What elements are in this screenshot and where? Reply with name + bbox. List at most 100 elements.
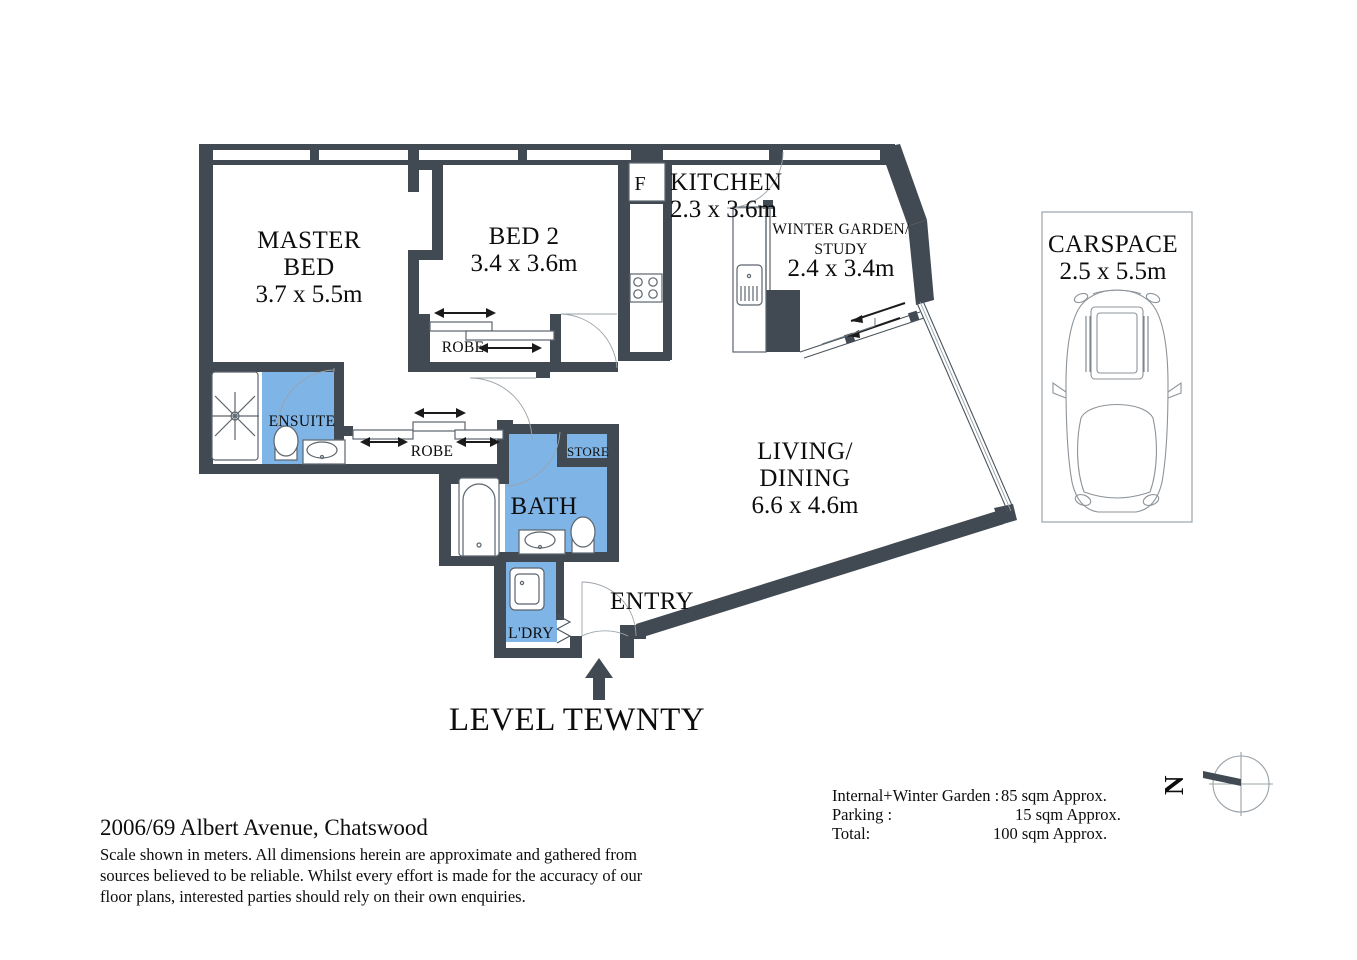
entry-arrow-icon bbox=[585, 658, 613, 700]
hall-vertical-wall bbox=[439, 474, 451, 566]
east-glazing bbox=[916, 300, 1015, 513]
laundry-sink bbox=[736, 264, 763, 306]
ne-angled-wall-mid bbox=[908, 220, 934, 305]
shower-rose-star bbox=[211, 392, 259, 440]
hall-robe-label: ROBE bbox=[411, 443, 454, 460]
winter-garden-sliding-door bbox=[799, 302, 925, 359]
fixtures bbox=[211, 151, 784, 700]
master-bed2-wall-jog-bot bbox=[408, 250, 443, 260]
left-exterior-wall bbox=[199, 160, 213, 372]
carspace-dimensions: 2.5 x 5.5m bbox=[1060, 258, 1168, 285]
carspace-outline bbox=[1041, 211, 1193, 523]
master-bed-label-line2: BED bbox=[283, 254, 334, 281]
laundry-right-wall bbox=[556, 562, 564, 620]
living-south-angled-wall bbox=[636, 510, 1004, 638]
master-bed2-wall-upper bbox=[432, 160, 443, 250]
top-wall-post-2 bbox=[310, 144, 319, 165]
living-dining-label-line2: DINING bbox=[759, 465, 850, 492]
kitchen-door-swing bbox=[726, 151, 784, 209]
ensuite-right-wall bbox=[334, 368, 344, 472]
compass-rose bbox=[1203, 752, 1273, 816]
entry-door-jamb-right bbox=[620, 636, 634, 658]
bathtub bbox=[458, 477, 500, 557]
entry-door-arc bbox=[581, 581, 637, 637]
sliding-door-post-2 bbox=[907, 310, 920, 322]
disclaimer-line-1: Scale shown in meters. All dimensions he… bbox=[100, 845, 637, 864]
bed2-robe-right-wall bbox=[550, 322, 561, 362]
text-labels: MASTER BED 3.7 x 5.5m BED 2 3.4 x 3.6m K… bbox=[100, 169, 1189, 906]
ne-angled-wall-upper bbox=[880, 144, 927, 226]
bathtub-plug bbox=[476, 542, 482, 548]
fridge-label: F bbox=[634, 173, 645, 195]
top-window-inner-line bbox=[199, 160, 895, 165]
laundry-bifold-door bbox=[556, 614, 572, 644]
winter-garden-bench-wall bbox=[765, 290, 800, 352]
disclaimer-line-2: sources believed to be reliable. Whilst … bbox=[100, 866, 643, 885]
level-title: LEVEL TEWNTY bbox=[449, 702, 705, 738]
master-bed2-wall-top bbox=[408, 160, 419, 192]
hall-bottom-wall bbox=[344, 464, 506, 474]
store-bottom-wall bbox=[557, 458, 619, 467]
top-wall-post-4 bbox=[518, 144, 527, 165]
kitchen-lower-wall bbox=[618, 352, 670, 361]
compass-needle bbox=[1203, 771, 1241, 786]
ensuite-bottom-wall bbox=[199, 464, 344, 474]
bed2-robe-left-wall bbox=[419, 314, 430, 362]
master-bed2-wall-lower bbox=[408, 250, 419, 372]
fridge-box bbox=[628, 162, 666, 202]
master-bed-label-line1: MASTER bbox=[257, 227, 361, 254]
bed2-kitchen-wall bbox=[618, 160, 630, 360]
address-line: 2006/69 Albert Avenue, Chatswood bbox=[100, 815, 428, 840]
bed2-robe-panel-b bbox=[465, 330, 555, 341]
area-row-1-label: Parking : bbox=[832, 805, 892, 824]
area-row-1-value: 15 sqm Approx. bbox=[1015, 805, 1121, 824]
bed2-dimensions: 3.4 x 3.6m bbox=[471, 250, 579, 277]
living-dining-dimensions: 6.6 x 4.6m bbox=[752, 492, 860, 519]
bath-door-swing bbox=[507, 431, 561, 487]
bed2-robe-panel-a bbox=[429, 321, 493, 332]
winter-garden-divider-cap bbox=[763, 200, 773, 209]
master-left-wall-lower bbox=[199, 362, 213, 474]
living-dining-label-line1: LIVING/ bbox=[757, 438, 853, 465]
kitchen-right-wall bbox=[663, 160, 672, 360]
sink-drainer-lines bbox=[740, 286, 758, 301]
cooktop bbox=[629, 273, 663, 303]
ensuite-toilet-pan bbox=[273, 425, 299, 457]
bath-label: BATH bbox=[511, 493, 578, 520]
bed2-robe-panels bbox=[429, 308, 555, 353]
cooktop-burner-2 bbox=[648, 277, 658, 287]
bed2-robe-right-cap bbox=[550, 314, 561, 324]
bed2-label: BED 2 bbox=[489, 223, 560, 250]
bed2-robe-label: ROBE bbox=[442, 339, 485, 356]
bath-left-wall bbox=[497, 430, 509, 484]
bath-basin-plug bbox=[537, 544, 543, 550]
winter-garden-dimensions: 2.4 x 3.4m bbox=[788, 255, 896, 282]
area-row-0-value: 85 sqm Approx. bbox=[1001, 786, 1107, 805]
ensuite-top-jamb bbox=[260, 362, 270, 372]
bed2-bottom-wall bbox=[408, 362, 618, 372]
hall-robe-panels bbox=[352, 408, 504, 447]
hall-robe-panel-b bbox=[412, 421, 466, 432]
hall-robe-panel-c bbox=[454, 429, 504, 440]
area-row-2-label: Total: bbox=[832, 824, 870, 843]
car-icon bbox=[1052, 289, 1182, 513]
carspace-label: CARSPACE bbox=[1048, 231, 1178, 258]
laundry-tub-plug bbox=[519, 580, 525, 586]
cooktop-burner-3 bbox=[633, 289, 643, 299]
laundry-label: L'DRY bbox=[508, 625, 554, 642]
master-bed2-wall-jog-top bbox=[408, 160, 443, 170]
cooktop-burner-1 bbox=[633, 277, 643, 287]
bathtub-inner bbox=[462, 483, 496, 556]
bath-toilet-pan bbox=[570, 516, 596, 548]
top-wall-post-1 bbox=[199, 144, 213, 165]
living-east-corner-block bbox=[994, 504, 1017, 525]
bath-bottom-left-wall bbox=[439, 556, 505, 566]
entry-door-jamb-left bbox=[570, 636, 582, 658]
kitchen-dimensions: 2.3 x 3.6m bbox=[670, 196, 778, 223]
cooktop-burner-4 bbox=[648, 289, 658, 299]
top-wall-post-6 bbox=[769, 144, 783, 165]
entry-label: ENTRY bbox=[610, 588, 694, 615]
store-left-wall bbox=[557, 424, 567, 466]
